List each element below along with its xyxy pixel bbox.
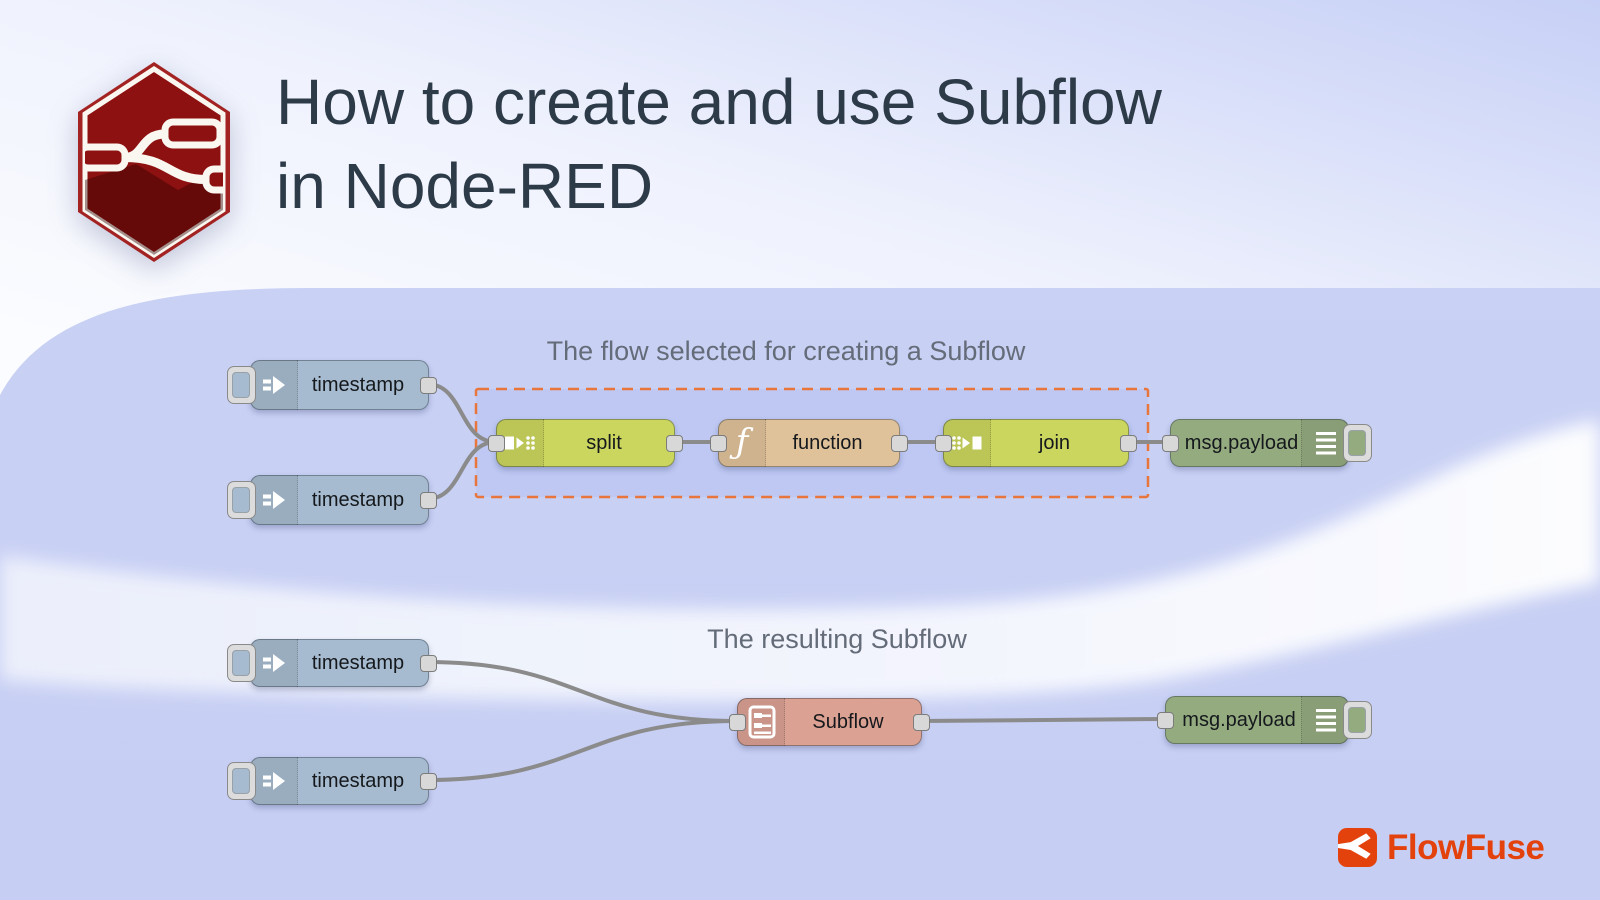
node-label: msg.payload — [1184, 431, 1299, 454]
function-f-icon: ƒ — [728, 423, 753, 462]
debug-toggle-button[interactable] — [1343, 701, 1372, 739]
input-port[interactable] — [1162, 434, 1179, 452]
inject-button[interactable] — [227, 644, 256, 682]
join-node[interactable]: join — [935, 419, 1137, 467]
inject-node-timestamp-3[interactable]: timestamp — [227, 639, 437, 687]
flowfuse-fork-icon — [1338, 828, 1377, 867]
flow2-caption: The resulting Subflow — [707, 624, 967, 654]
node-label: timestamp — [311, 373, 405, 396]
debug-icon-box — [1301, 419, 1349, 467]
flowfuse-brand: FlowFuse — [1338, 828, 1545, 867]
wire — [918, 717, 1167, 723]
output-port[interactable] — [1120, 434, 1137, 452]
output-port[interactable] — [891, 434, 908, 452]
output-port[interactable] — [420, 772, 437, 790]
inject-button-square — [232, 372, 250, 398]
output-port[interactable] — [420, 654, 437, 672]
inject-arrow-icon — [262, 654, 285, 672]
page-title-line2: in Node-RED — [276, 150, 654, 222]
inject-button-square — [232, 487, 250, 513]
wire — [425, 660, 739, 723]
join-icon — [951, 436, 981, 450]
output-port[interactable] — [420, 491, 437, 509]
node-label: msg.payload — [1182, 708, 1296, 731]
debug-button-square — [1348, 430, 1366, 456]
inject-icon-box — [250, 360, 298, 410]
inject-arrow-icon — [262, 772, 285, 790]
input-port[interactable] — [710, 434, 727, 452]
inject-button[interactable] — [227, 762, 256, 800]
inject-arrow-icon — [262, 376, 285, 394]
debug-lines-icon — [1315, 432, 1336, 455]
input-port[interactable] — [1157, 711, 1174, 729]
output-port[interactable] — [420, 376, 437, 394]
node-label: timestamp — [311, 488, 405, 511]
svg-text:ƒ: ƒ — [728, 423, 753, 462]
input-port[interactable] — [935, 434, 952, 452]
debug-node-msg-payload-2[interactable]: msg.payload — [1157, 696, 1372, 744]
page-title: How to create and use Subflow in Node-RE… — [276, 60, 1162, 228]
input-port[interactable] — [488, 434, 505, 452]
node-label: function — [792, 431, 863, 454]
inject-node-timestamp-2[interactable]: timestamp — [227, 475, 437, 525]
inject-button-square — [232, 768, 250, 794]
node-label: split — [586, 431, 622, 454]
debug-icon-box — [1301, 696, 1349, 744]
inject-button[interactable] — [227, 481, 256, 519]
subflow-icon-box — [737, 698, 785, 746]
debug-lines-icon — [1315, 709, 1336, 732]
inject-node-timestamp-4[interactable]: timestamp — [227, 757, 437, 805]
brand-name: FlowFuse — [1387, 828, 1545, 867]
split-node[interactable]: split — [488, 419, 683, 467]
subflow-node[interactable]: Subflow — [729, 698, 930, 746]
debug-button-square — [1348, 707, 1366, 733]
function-node[interactable]: ƒ function — [710, 419, 908, 467]
debug-toggle-button[interactable] — [1343, 424, 1372, 462]
flow1-caption: The flow selected for creating a Subflow — [546, 336, 1026, 366]
wire — [425, 719, 739, 782]
inject-node-timestamp-1[interactable]: timestamp — [227, 360, 437, 410]
node-label: timestamp — [311, 651, 405, 674]
subflow-box-icon — [748, 705, 775, 739]
inject-arrow-icon — [262, 491, 285, 509]
debug-node-msg-payload-1[interactable]: msg.payload — [1162, 419, 1372, 467]
inject-icon-box — [250, 475, 298, 525]
inject-button-square — [232, 650, 250, 676]
inject-icon-box — [250, 757, 298, 805]
node-label: Subflow — [812, 710, 884, 733]
wire — [425, 440, 498, 501]
inject-icon-box — [250, 639, 298, 687]
wire — [425, 382, 498, 444]
node-red-logo — [78, 62, 230, 262]
output-port[interactable] — [913, 713, 930, 731]
node-label: join — [1038, 431, 1071, 454]
node-label: timestamp — [311, 769, 405, 792]
input-port[interactable] — [729, 713, 746, 731]
output-port[interactable] — [666, 434, 683, 452]
inject-button[interactable] — [227, 366, 256, 404]
page-title-line1: How to create and use Subflow — [276, 66, 1162, 138]
split-icon — [504, 436, 535, 450]
